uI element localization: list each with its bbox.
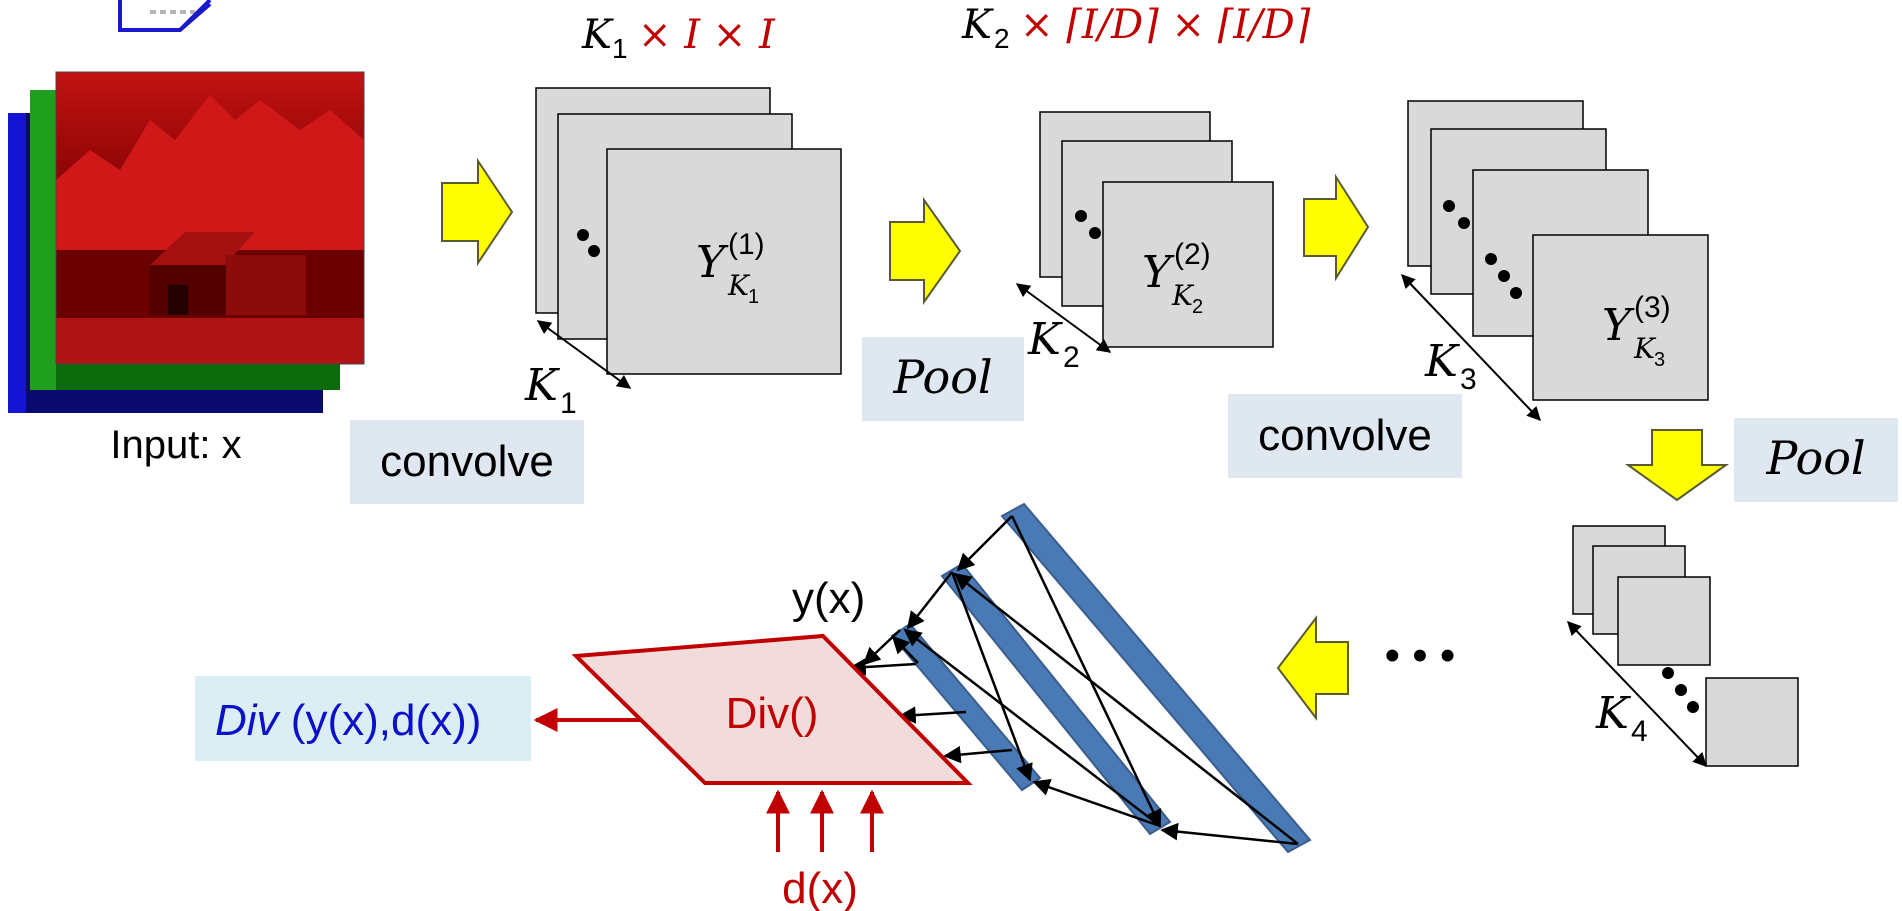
- stack-depth-label-k4: K 4: [1595, 688, 1648, 748]
- svg-text:convolve: convolve: [1258, 411, 1432, 460]
- convolve-label-1: convolve: [350, 420, 584, 504]
- div-result-rest: (y(x),d(x)): [279, 696, 482, 745]
- svg-text:Pool: Pool: [1765, 431, 1865, 485]
- svg-text:(3): (3): [1634, 291, 1671, 324]
- svg-text:3: 3: [1460, 363, 1477, 396]
- map-label-y2: Y (2) K 2: [1142, 238, 1211, 318]
- svg-text:1: 1: [560, 387, 577, 420]
- svg-text:4: 4: [1631, 715, 1648, 748]
- svg-text:K: K: [1595, 688, 1631, 739]
- svg-text:Div(): Div(): [726, 689, 819, 738]
- svg-text:2: 2: [994, 23, 1010, 54]
- svg-text:Y: Y: [1602, 300, 1635, 351]
- red-channel: [55, 71, 365, 365]
- map-label-y3: Y (3) K 3: [1602, 291, 1671, 371]
- svg-text:K: K: [1027, 314, 1063, 365]
- pool-label-2: Pool: [1734, 418, 1898, 502]
- dim-label-2: K 2 × ⌈I/D⌉ × ⌈I/D⌉: [961, 2, 1311, 54]
- div-result-italic: Div: [215, 696, 282, 745]
- arrow-right-2: [889, 196, 962, 306]
- stack-depth-label-k2: K 2: [1027, 314, 1080, 374]
- svg-text:2: 2: [1063, 341, 1080, 374]
- stack-depth-label-k3: K 3: [1424, 336, 1477, 396]
- divergence-block: Div(): [571, 633, 973, 785]
- input-image: [8, 71, 365, 413]
- svg-text:Div (y(x),d(x)): Div (y(x),d(x)): [215, 696, 481, 745]
- svg-text:K: K: [727, 269, 751, 302]
- fc-layers: [848, 502, 1312, 854]
- convolve-label-2: convolve: [1228, 394, 1462, 478]
- feature-stack-1: [535, 87, 842, 389]
- target-d-label: d(x): [782, 864, 858, 911]
- svg-text:1: 1: [748, 286, 759, 308]
- map-label-y1: Y (1) K 1: [696, 228, 765, 308]
- feature-stack-2: [1015, 111, 1274, 353]
- arrow-left: [1276, 615, 1349, 721]
- arrow-right-3: [1303, 173, 1370, 282]
- svg-text:K: K: [524, 360, 560, 411]
- arrow-down: [1624, 429, 1730, 502]
- input-label: Input: x: [110, 423, 241, 467]
- svg-text:K: K: [1424, 336, 1460, 387]
- svg-text:Y: Y: [696, 237, 729, 288]
- feature-stack-3: [1401, 100, 1709, 422]
- feature-stack-4: [1567, 525, 1799, 768]
- svg-text:Pool: Pool: [892, 350, 992, 404]
- pool-label-1: Pool: [862, 337, 1024, 421]
- output-y-label: y(x): [792, 574, 865, 623]
- cube-icon: [118, 0, 212, 32]
- arrow-right-1: [441, 157, 514, 267]
- stack-depth-label-k1: K 1: [524, 360, 577, 420]
- svg-text:K: K: [1171, 279, 1195, 312]
- dim-label-1: K 1 × I × I: [581, 12, 776, 64]
- svg-text:K: K: [961, 2, 994, 48]
- svg-text:Y: Y: [1142, 247, 1175, 298]
- svg-text:convolve: convolve: [380, 437, 554, 486]
- ellipsis: • • •: [1385, 631, 1456, 680]
- svg-text:K: K: [581, 12, 614, 58]
- svg-text:(2): (2): [1174, 238, 1211, 271]
- svg-text:K: K: [1633, 332, 1657, 365]
- target-inputs: [766, 789, 884, 852]
- svg-text:3: 3: [1654, 349, 1665, 371]
- svg-text:× I × I: × I × I: [638, 12, 776, 58]
- svg-text:2: 2: [1192, 296, 1203, 318]
- svg-text:× ⌈I/D⌉ × ⌈I/D⌉: × ⌈I/D⌉ × ⌈I/D⌉: [1020, 2, 1311, 48]
- div-result-box: Div (y(x),d(x)): [195, 676, 531, 761]
- svg-text:1: 1: [612, 33, 628, 64]
- svg-text:(1): (1): [728, 228, 765, 261]
